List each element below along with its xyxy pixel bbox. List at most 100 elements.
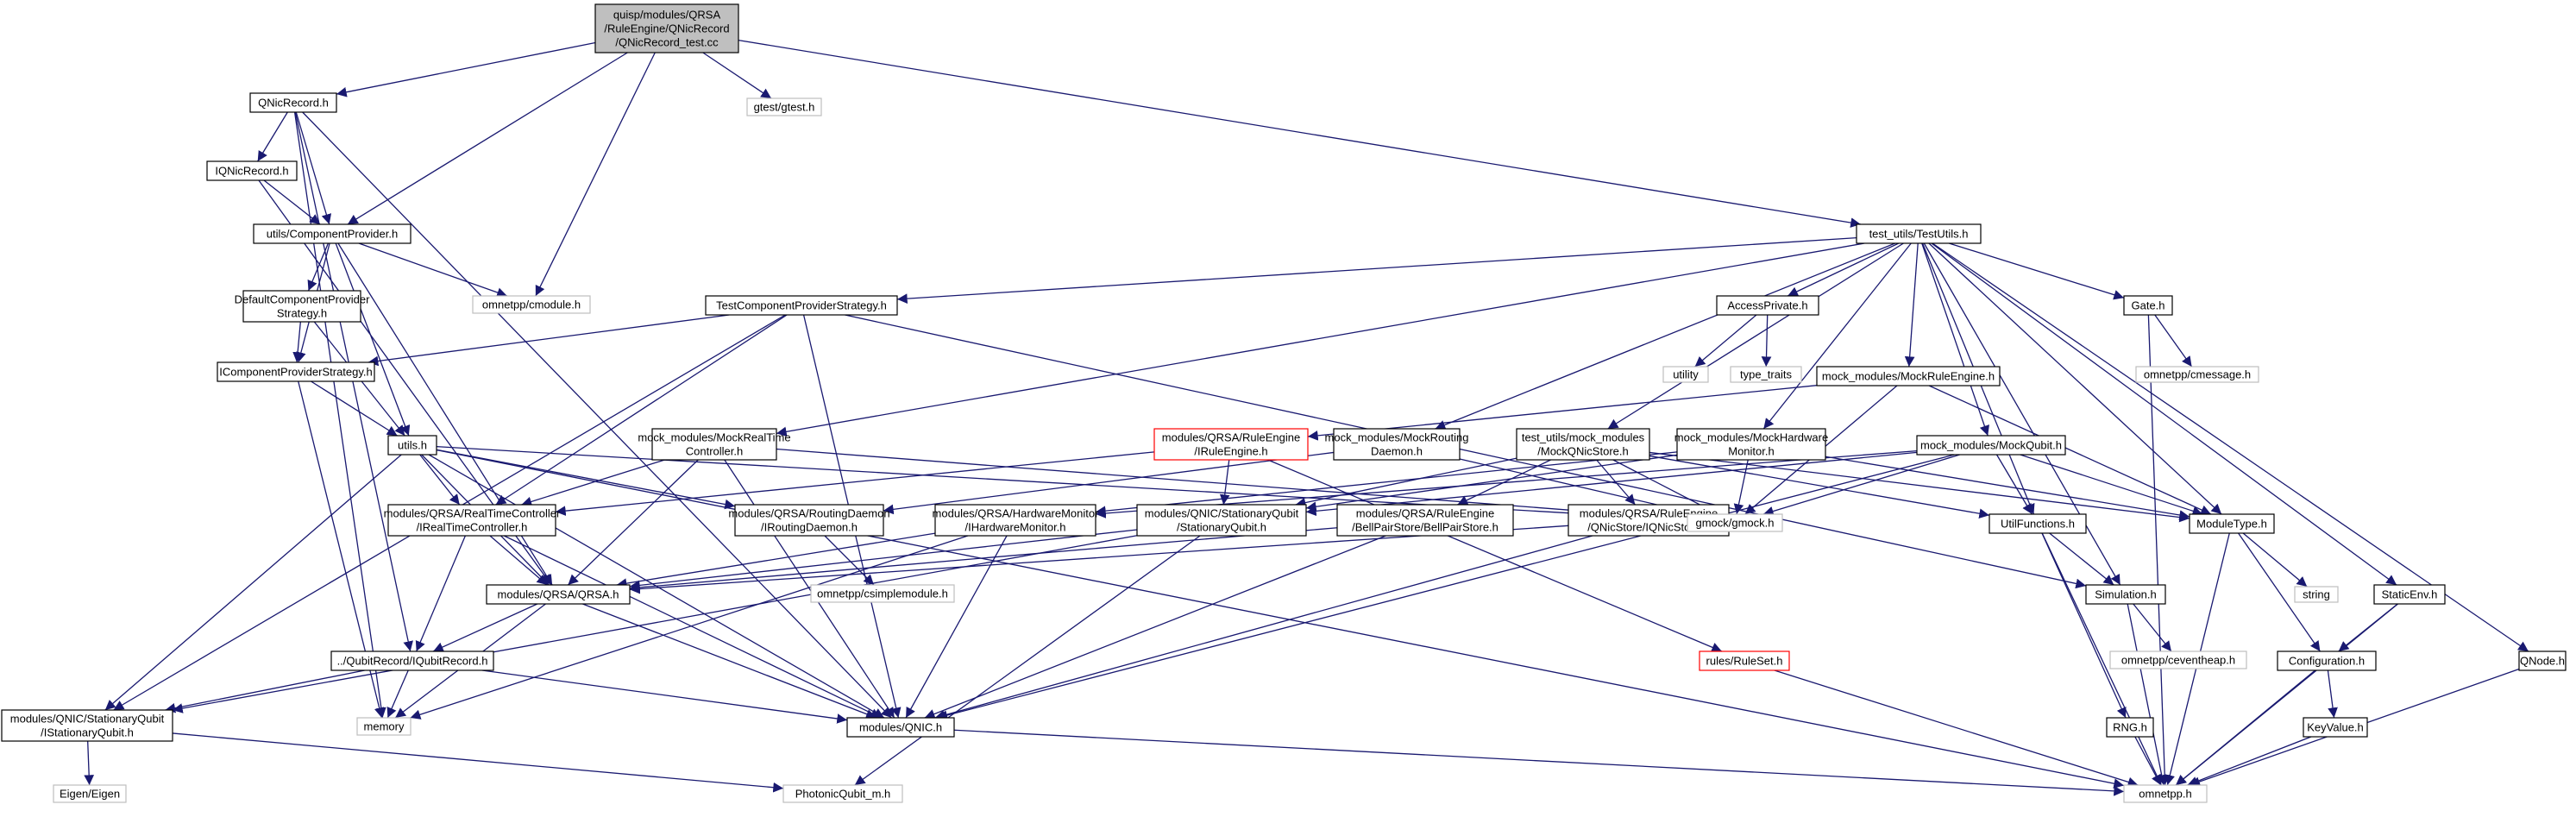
node-label: modules/QRSA/RuleEngine — [1356, 507, 1494, 520]
edge-testutils-to-moduletype — [1928, 242, 2222, 515]
node-iqubitrecord[interactable]: ../QubitRecord/IQubitRecord.h — [330, 650, 494, 671]
node-box — [1516, 428, 1650, 461]
node-box — [1136, 504, 1307, 537]
edge-bellpair-to-qrsa — [629, 527, 1338, 593]
node-moduletype[interactable]: ModuleType.h — [2189, 513, 2275, 534]
edge-simulation-to-ceventheap — [2133, 603, 2172, 652]
node-label: /MockQNicStore.h — [1537, 445, 1628, 458]
node-testutils[interactable]: test_utils/TestUtils.h — [1856, 223, 1982, 244]
node-memory[interactable]: memory — [356, 717, 412, 736]
node-box — [2303, 717, 2368, 738]
node-eigen[interactable]: Eigen/Eigen — [53, 784, 127, 803]
node-box — [1153, 428, 1309, 461]
node-mockqnicstore[interactable]: test_utils/mock_modules/MockQNicStore.h — [1516, 428, 1650, 461]
node-istationaryqubit[interactable]: modules/QNIC/StationaryQubit/IStationary… — [1, 709, 173, 742]
node-csimplemodule[interactable]: omnetpp/csimplemodule.h — [810, 584, 955, 603]
node-label: ../QubitRecord/IQubitRecord.h — [337, 655, 488, 668]
node-box — [253, 223, 412, 244]
edge-mockre-to-moduletype — [1928, 385, 2212, 515]
node-compprov[interactable]: utils/ComponentProvider.h — [253, 223, 412, 244]
edge-utils-to-irtc — [419, 454, 461, 506]
node-utilfunctions[interactable]: UtilFunctions.h — [1989, 513, 2087, 534]
node-gmock[interactable]: gmock/gmock.h — [1687, 513, 1783, 532]
node-tcps[interactable]: TestComponentProviderStrategy.h — [705, 295, 898, 316]
node-gate[interactable]: Gate.h — [2123, 295, 2173, 316]
node-string[interactable]: string — [2294, 586, 2339, 603]
node-keyvalue[interactable]: KeyValue.h — [2303, 717, 2368, 738]
node-label: Daemon.h — [1371, 445, 1423, 458]
edge-iqubitrecord-to-memory — [386, 669, 409, 719]
edge-testutils-to-mockrtc — [776, 242, 1865, 437]
edge-mockqubit-to-utilfunctions — [1995, 454, 2033, 515]
node-ird[interactable]: modules/QRSA/RoutingDaemon/IRoutingDaemo… — [728, 504, 890, 537]
edge-qnicrecord-to-qnic — [302, 111, 892, 719]
node-cmodule[interactable]: omnetpp/cmodule.h — [472, 295, 591, 314]
node-label: modules/QRSA/RealTimeController — [384, 507, 561, 520]
edge-testutils-to-mockqnicstore — [1607, 242, 1904, 430]
edge-testutils-to-tcps — [896, 236, 1857, 304]
node-mockre[interactable]: mock_modules/MockRuleEngine.h — [1816, 366, 2001, 387]
node-box — [1730, 366, 1802, 383]
node-utils[interactable]: utils.h — [387, 435, 437, 456]
node-label: mock_modules/MockHardware — [1674, 431, 1828, 444]
node-label: QNode.h — [2520, 655, 2565, 668]
node-box — [53, 784, 127, 803]
node-rng[interactable]: RNG.h — [2106, 717, 2154, 738]
node-configuration[interactable]: Configuration.h — [2277, 650, 2377, 671]
node-root[interactable]: quisp/modules/QRSA/RuleEngine/QNicRecord… — [594, 3, 739, 53]
node-ceventheap[interactable]: omnetpp/ceventheap.h — [2109, 650, 2247, 669]
node-label: omnetpp/cmessage.h — [2144, 368, 2251, 381]
edge-testutils-to-staticenv — [1931, 242, 2397, 586]
node-box — [746, 97, 822, 116]
node-ruleset[interactable]: rules/RuleSet.h — [1699, 650, 1790, 671]
node-box — [810, 584, 955, 603]
edge-testutils-to-mockrd — [1435, 242, 1895, 430]
node-box — [1916, 435, 2066, 456]
node-stationaryqubit[interactable]: modules/QNIC/StationaryQubit/StationaryQ… — [1136, 504, 1307, 537]
node-qnicrecord[interactable]: QNicRecord.h — [249, 92, 337, 113]
node-box — [2518, 650, 2567, 671]
node-cmessage[interactable]: omnetpp/cmessage.h — [2135, 366, 2259, 383]
node-qrsa[interactable]: modules/QRSA/QRSA.h — [486, 584, 631, 605]
edge-mockrd-to-ird — [883, 451, 1335, 515]
edge-iqnicrecord-to-compprov — [263, 179, 321, 225]
edge-utils-to-omnetpp — [436, 449, 2125, 789]
node-icps[interactable]: IComponentProviderStrategy.h — [217, 361, 375, 382]
edge-iqnicstore-to-qrsa — [629, 525, 1569, 594]
node-irtc[interactable]: modules/QRSA/RealTimeController/IRealTim… — [384, 504, 561, 537]
node-omnetpp[interactable]: omnetpp.h — [2123, 784, 2208, 803]
node-qnic[interactable]: modules/QNIC.h — [846, 717, 955, 738]
node-typetraits[interactable]: type_traits — [1730, 366, 1802, 383]
node-ihm[interactable]: modules/QRSA/HardwareMonitor/IHardwareMo… — [933, 504, 1100, 537]
edge-qnicrecord-to-compprov — [295, 111, 332, 225]
node-staticenv[interactable]: StaticEnv.h — [2373, 584, 2446, 605]
node-box — [387, 435, 437, 456]
node-photonic[interactable]: PhotonicQubit_m.h — [782, 784, 903, 803]
node-box — [486, 584, 631, 605]
node-iruleengine[interactable]: modules/QRSA/RuleEngine/IRuleEngine.h — [1153, 428, 1309, 461]
node-bellpair[interactable]: modules/QRSA/RuleEngine/BellPairStore/Be… — [1336, 504, 1514, 537]
edge-testutils-to-accessprivate — [1787, 242, 1900, 297]
node-mockqubit[interactable]: mock_modules/MockQubit.h — [1916, 435, 2066, 456]
node-qnode[interactable]: QNode.h — [2518, 650, 2567, 671]
node-accessprivate[interactable]: AccessPrivate.h — [1716, 295, 1819, 316]
node-gtest[interactable]: gtest/gtest.h — [746, 97, 822, 116]
edge-iruleengine-to-ruleset — [1267, 459, 1723, 652]
node-simulation[interactable]: Simulation.h — [2085, 584, 2166, 605]
edge-mockqnicstore-to-moduletype — [1649, 451, 2190, 523]
node-label: modules/QRSA/RuleEngine — [1162, 431, 1300, 444]
node-box — [2277, 650, 2377, 671]
edge-stationaryqubit-to-istationaryqubit — [172, 535, 1138, 713]
node-label: /QNicStore/IQNicStore.h — [1587, 521, 1710, 534]
node-box — [1856, 223, 1982, 244]
node-label: modules/QRSA/HardwareMonitor — [933, 507, 1100, 520]
edge-icps-to-utils — [311, 380, 398, 437]
node-iqnicrecord[interactable]: IQNicRecord.h — [206, 160, 298, 181]
node-label: omnetpp/cmodule.h — [482, 299, 581, 311]
node-utility[interactable]: utility — [1662, 366, 1709, 383]
node-box — [2373, 584, 2446, 605]
